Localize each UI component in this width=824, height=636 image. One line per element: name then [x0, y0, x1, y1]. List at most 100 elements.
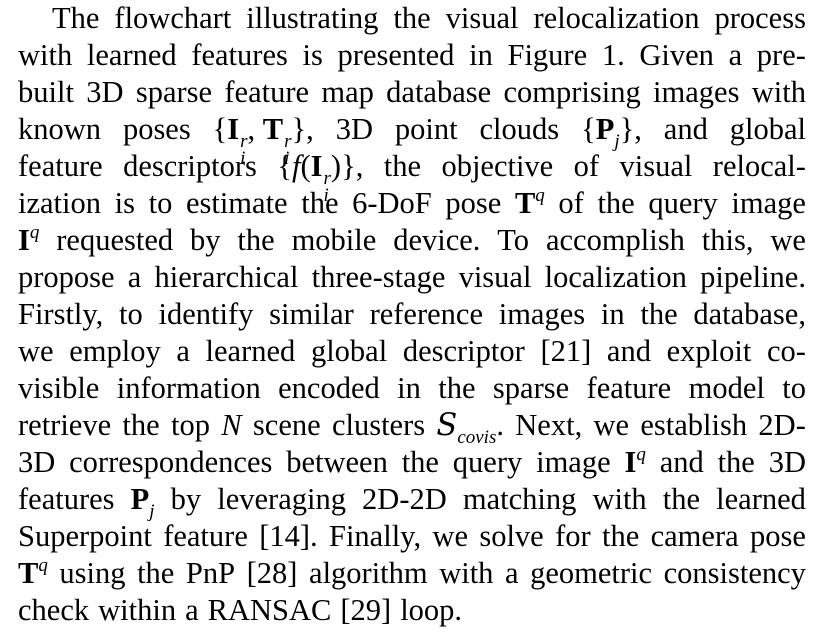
word: clusters: [331, 408, 426, 442]
word: images: [653, 75, 740, 109]
word: 6-DoF: [352, 186, 432, 220]
word: the: [383, 149, 422, 183]
word: with: [751, 75, 806, 109]
word: mobile: [291, 223, 377, 257]
word: feature: [586, 371, 672, 405]
word: consistency: [663, 556, 806, 590]
word: the: [301, 186, 339, 220]
word: process: [714, 1, 806, 35]
word: relocalization: [533, 1, 700, 35]
word: feature: [18, 149, 103, 183]
word: comprising: [503, 75, 641, 109]
word: within: [98, 593, 177, 627]
word: 3D: [18, 445, 56, 479]
word: a: [185, 593, 199, 627]
word: we: [18, 334, 54, 368]
word: is: [114, 186, 135, 220]
word: three-stage: [311, 260, 446, 294]
word: correspondences: [69, 445, 273, 479]
word: a: [728, 38, 743, 72]
word: Iq: [624, 444, 646, 479]
word: Tq: [514, 185, 545, 220]
word: presented: [337, 38, 455, 72]
word: using: [59, 556, 126, 590]
word: illustrating: [246, 1, 379, 35]
word: {Pj},: [581, 112, 642, 152]
word: Firstly,: [18, 297, 104, 331]
word: a: [504, 556, 519, 590]
word: descriptors: [123, 149, 257, 183]
word: the: [393, 1, 431, 35]
word: top: [170, 408, 210, 442]
word: Next,: [515, 408, 583, 442]
word: co-: [766, 334, 806, 368]
word: Iq: [18, 222, 40, 257]
word: accomplish: [545, 223, 685, 257]
word: poses: [122, 112, 191, 146]
word: the: [137, 556, 175, 590]
word: in: [397, 371, 421, 405]
word: pose: [749, 519, 806, 553]
word: camera: [650, 519, 739, 553]
word: between: [286, 445, 388, 479]
word: the: [122, 408, 160, 442]
word: of: [558, 186, 584, 220]
word: employ: [69, 334, 161, 368]
word: scene: [252, 408, 321, 442]
word: known: [18, 112, 102, 146]
word: retrieve: [18, 408, 112, 442]
word: hierarchical: [154, 260, 299, 294]
word: the: [602, 519, 640, 553]
word: pre-: [756, 38, 806, 72]
word: the: [662, 482, 701, 516]
word: propose: [18, 260, 115, 294]
word: [14].: [259, 519, 318, 553]
word: encoded: [278, 371, 380, 405]
word: 2D-2D: [362, 482, 447, 516]
word: visual: [445, 1, 519, 35]
word: 2D-: [758, 408, 806, 442]
word: by: [170, 482, 202, 516]
word: database,: [693, 297, 806, 331]
word: leveraging: [217, 482, 346, 516]
word: Superpoint: [18, 519, 152, 553]
word: Finally,: [329, 519, 422, 553]
word: device.: [393, 223, 481, 257]
word: and: [663, 112, 708, 146]
word: objective: [441, 149, 554, 183]
word: for: [555, 519, 591, 553]
word: feature: [163, 519, 248, 553]
word: matching: [462, 482, 577, 516]
word: query: [452, 445, 523, 479]
word: Tq: [18, 555, 48, 590]
word: global: [729, 112, 806, 146]
word: images: [498, 297, 586, 331]
word: is: [302, 38, 323, 72]
word: 3D: [335, 112, 373, 146]
word: the: [438, 371, 476, 405]
word: To: [497, 223, 530, 257]
word: identify: [158, 297, 254, 331]
word: reference: [369, 297, 483, 331]
word: map: [321, 75, 374, 109]
word: the: [597, 186, 635, 220]
word: with: [18, 38, 73, 72]
word: [28]: [246, 556, 298, 590]
word: The: [52, 1, 100, 35]
word: similar: [269, 297, 354, 331]
word: relocal-: [712, 149, 806, 183]
word: feature: [224, 75, 310, 109]
word: establish: [640, 408, 748, 442]
word: built: [18, 75, 74, 109]
word: we: [770, 223, 806, 257]
word: with: [592, 482, 647, 516]
word: N: [221, 408, 242, 442]
